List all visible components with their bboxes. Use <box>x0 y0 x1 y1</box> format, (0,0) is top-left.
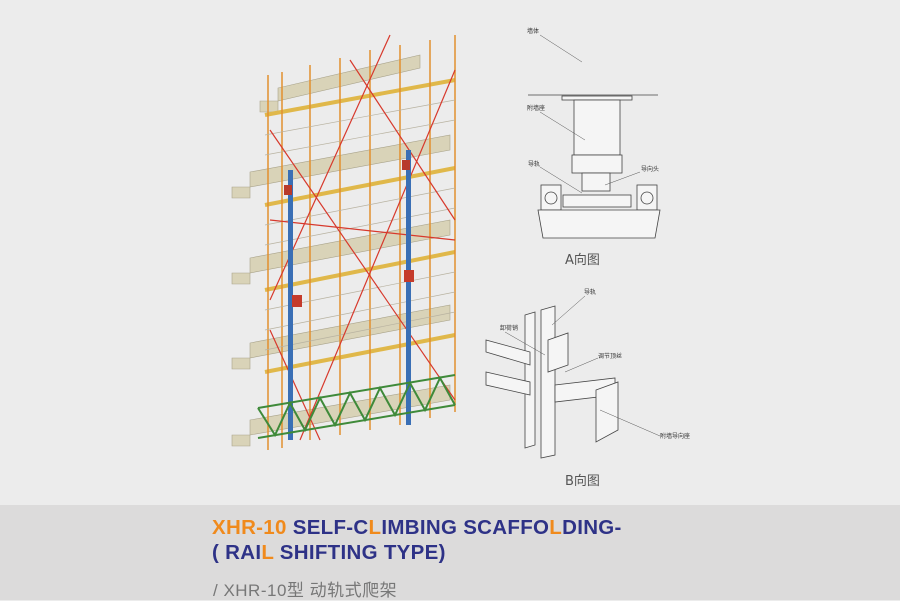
product-subtitle: / XHR-10型 动轨式爬架 <box>213 581 398 600</box>
title-accent: L <box>549 516 563 539</box>
title-part: SELF-C <box>286 516 369 539</box>
scaffold-illustration: 墙体 附墙座 导轨 导向头 A向图 导轨 卸荷销 调节顶丝 附墙导向座 B向图 <box>231 27 690 489</box>
title-part: IMBING SCAFFO <box>381 516 550 539</box>
view-a-caption: A向图 <box>565 252 600 268</box>
bottom-truss <box>257 374 456 439</box>
ledger-tubes <box>264 99 456 351</box>
title-model: XHR-10 <box>212 516 287 539</box>
view-a-diagram <box>528 55 661 239</box>
view-b-leaders <box>504 295 661 437</box>
label-guide-head: 导向头 <box>641 165 659 173</box>
product-title: XHR-10 SELF-CLIMBING SCAFFOLDING- ( RAIL… <box>212 515 622 565</box>
label-adjust-screw: 调节顶丝 <box>598 352 622 360</box>
label-rail-b: 导轨 <box>584 288 596 296</box>
view-b-diagram <box>485 305 619 459</box>
title-accent: L <box>368 516 382 539</box>
label-unload-pin: 卸荷销 <box>500 324 518 332</box>
title-part: DING- <box>562 516 622 539</box>
walk-planks <box>264 78 456 374</box>
title-part: ( RAI <box>212 541 262 564</box>
label-rail-a: 导轨 <box>528 160 540 168</box>
caption-band <box>0 505 900 600</box>
label-wall: 墙体 <box>527 27 539 35</box>
title-accent: L <box>261 541 274 564</box>
title-part: SHIFTING TYPE) <box>273 541 446 564</box>
guide-rails <box>284 150 414 440</box>
floor-slabs <box>231 54 451 447</box>
view-a-leaders <box>539 34 641 194</box>
view-b-caption: B向图 <box>565 473 600 489</box>
label-wall-guide-seat: 附墙导向座 <box>660 432 690 440</box>
label-wall-seat: 附墙座 <box>527 104 545 112</box>
diagonal-braces <box>269 34 456 441</box>
